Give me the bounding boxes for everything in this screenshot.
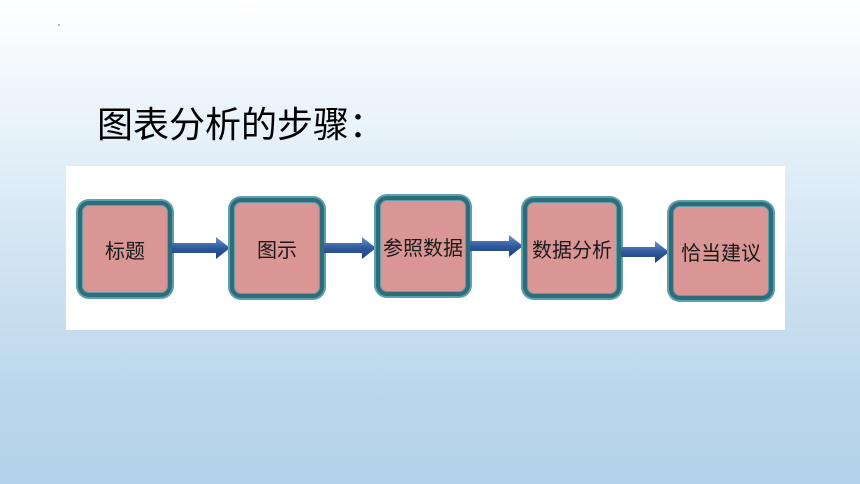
step-label: 参照数据 xyxy=(383,235,463,260)
step-label: 恰当建议 xyxy=(681,240,761,265)
arrow-right-icon xyxy=(621,241,669,263)
step-box-suggestion: 恰当建议 xyxy=(669,202,773,300)
slide-title: 图表分析的步骤： xyxy=(97,105,386,146)
step-label: 标题 xyxy=(105,238,145,263)
arrow-right-icon xyxy=(470,235,523,257)
arrow-right-icon xyxy=(324,237,376,259)
step-label: 图示 xyxy=(257,237,297,262)
step-box-title: 标题 xyxy=(78,201,172,297)
step-box-legend: 图示 xyxy=(230,198,324,298)
step-label: 数据分析 xyxy=(532,237,612,262)
step-box-data-analysis: 数据分析 xyxy=(523,198,621,298)
arrow-right-icon xyxy=(172,237,230,259)
corner-dot xyxy=(58,24,60,26)
flow-diagram: 标题 图示 参照数据 xyxy=(66,166,785,330)
step-box-reference-data: 参照数据 xyxy=(376,196,470,296)
